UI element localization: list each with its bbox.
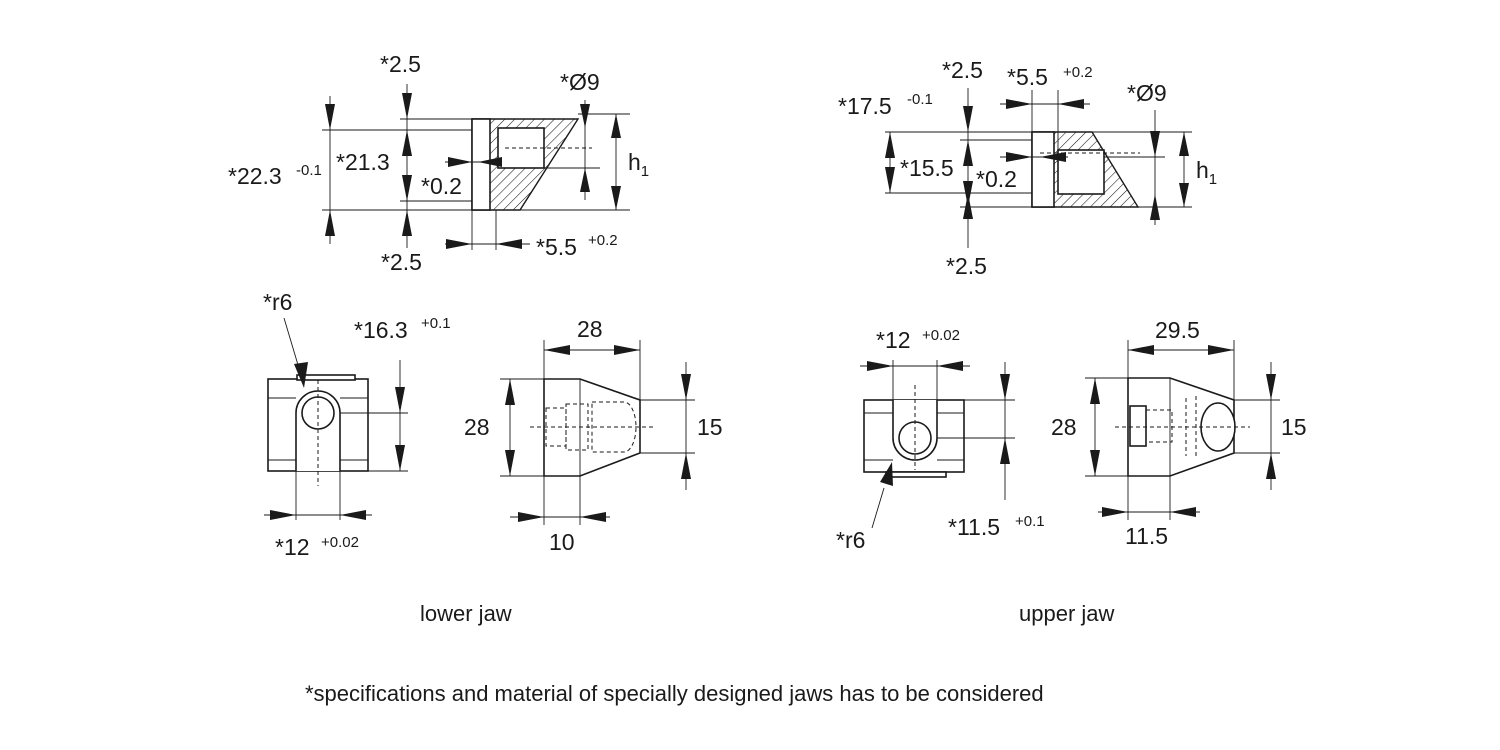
lower-dim-12: *12 [275,534,310,560]
upper-dim-17-5: *17.5 [838,93,892,119]
lower-dim-16-3: *16.3 [354,317,408,343]
lower-dim-28-left: 28 [464,414,490,440]
lower-dim-2-5-bottom: *2.5 [381,249,422,275]
lower-jaw-caption: lower jaw [420,601,512,626]
upper-jaw-front-view: *12 +0.02 *r6 *11.5 +0.1 [836,327,1045,553]
lower-dim-28-top: 28 [577,316,603,342]
upper-dim-dia-9: *Ø9 [1127,80,1167,106]
lower-dim-dia-9: *Ø9 [560,69,600,95]
upper-dim-29-5: 29.5 [1155,317,1200,343]
upper-dim-12-tolerance: +0.02 [922,327,960,344]
lower-dim-h1-main: h [628,149,641,175]
upper-dim-2-5-bottom: *2.5 [946,253,987,279]
lower-jaw-section-view: *2.5 *22.3 -0.1 *21.3 *0.2 *Ø9 h1 *2.5 *… [228,51,649,275]
upper-dim-11-5-tolerance: +0.1 [1015,513,1045,530]
upper-jaw-caption: upper jaw [1019,601,1115,626]
upper-dim-h1-sub: 1 [1209,171,1217,188]
lower-dim-10: 10 [549,529,575,555]
lower-dim-21-3: *21.3 [336,149,390,175]
lower-dim-h1: h1 [628,149,649,180]
lower-dim-22-3-tolerance: -0.1 [296,162,322,179]
upper-dim-r6: *r6 [836,527,865,553]
lower-dim-r6: *r6 [263,289,292,315]
upper-dim-17-5-tolerance: -0.1 [907,91,933,108]
lower-dim-16-3-tolerance: +0.1 [421,315,451,332]
upper-dim-28: 28 [1051,414,1077,440]
upper-dim-11-5: *11.5 [948,514,1000,540]
lower-dim-12-tolerance: +0.02 [321,534,359,551]
upper-dim-h1: h1 [1196,157,1217,188]
upper-dim-5-5-tolerance: +0.2 [1063,64,1093,81]
lower-dim-2-5-top: *2.5 [380,51,421,77]
upper-section-flange [1031,131,1055,208]
upper-dim-15-5: *15.5 [900,155,954,181]
lower-dim-15: 15 [697,414,723,440]
upper-dim-2-5-top: *2.5 [942,57,983,83]
lower-dim-0-2: *0.2 [421,173,462,199]
upper-dim-11-5: 11.5 [1125,523,1168,549]
lower-jaw-front-view: *r6 *16.3 +0.1 *12 +0.02 [263,289,451,560]
upper-jaw-side-view: 29.5 28 15 11.5 [1051,317,1307,549]
upper-jaw-section-view: *2.5 *5.5 +0.2 *17.5 -0.1 *15.5 *0.2 *Ø9… [838,57,1217,279]
lower-jaw-side-view: 28 28 15 10 [464,316,723,555]
lower-dim-5-5: *5.5 [536,234,577,260]
lower-dim-5-5-tolerance: +0.2 [588,232,618,249]
footnote: *specifications and material of speciall… [305,681,1044,706]
lower-dim-22-3: *22.3 [228,163,282,189]
upper-dim-0-2: *0.2 [976,166,1017,192]
upper-dim-12: *12 [876,327,911,353]
lower-section-flange [471,118,491,211]
upper-dim-15: 15 [1281,414,1307,440]
upper-dim-h1-main: h [1196,157,1209,183]
upper-dim-5-5: *5.5 [1007,64,1048,90]
lower-dim-h1-sub: 1 [641,163,649,180]
